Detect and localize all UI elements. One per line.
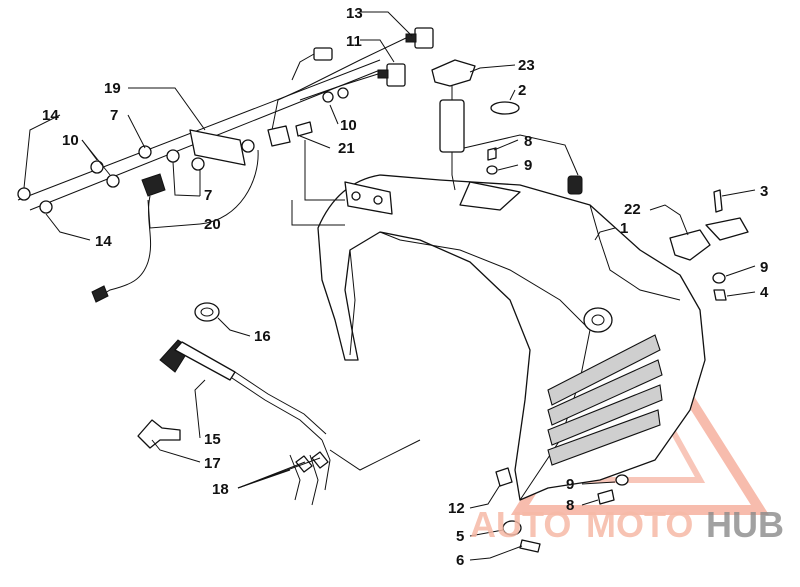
callout-7-bottom: 7	[204, 187, 212, 204]
callout-18: 18	[212, 481, 229, 498]
leader-lines	[23, 11, 756, 561]
clamp-2	[490, 101, 520, 115]
screw-3	[713, 189, 723, 213]
callout-labels: 13 11 23 2 19 7 14 10 10 21 8 9 3 7 20 2…	[42, 5, 769, 569]
callout-9-bottom: 9	[566, 476, 574, 493]
switch-assembly	[271, 27, 434, 131]
right-bracket	[669, 189, 749, 301]
bracket-19	[189, 129, 246, 166]
key-switch	[267, 125, 291, 147]
callout-19: 19	[104, 80, 121, 97]
screw-8	[597, 489, 615, 505]
callout-14-bottom: 14	[95, 233, 112, 250]
watermark-logo: AUTO MOTO HUB	[470, 504, 784, 545]
watermark-auto: AUTO	[470, 504, 571, 545]
callout-16: 16	[254, 328, 271, 345]
callout-9-top: 9	[524, 157, 532, 174]
callout-15: 15	[204, 431, 221, 448]
callout-8-bottom: 8	[566, 497, 574, 514]
callout-14-top: 14	[42, 107, 59, 124]
callout-4: 4	[760, 284, 769, 301]
left-hardware	[17, 59, 381, 303]
callout-8-top: 8	[524, 133, 532, 150]
bolt-6	[519, 539, 541, 553]
screw-21	[295, 121, 313, 137]
callout-3: 3	[760, 183, 768, 200]
callout-9-right: 9	[760, 259, 768, 276]
tether-cap	[141, 173, 166, 197]
bracket-22	[669, 229, 711, 261]
callout-2: 2	[518, 82, 526, 99]
throttle-assembly	[137, 302, 331, 506]
callout-20: 20	[204, 216, 221, 233]
bottom-hardware	[495, 467, 629, 553]
switch-13	[414, 27, 434, 49]
watermark-moto: MOTO	[586, 504, 693, 545]
callout-23: 23	[518, 57, 535, 74]
callout-12: 12	[448, 500, 465, 517]
callout-10-left: 10	[62, 132, 79, 149]
callout-1: 1	[620, 220, 628, 237]
grommet-16	[194, 302, 220, 322]
washer-5	[502, 520, 522, 536]
choke-assembly	[431, 59, 583, 195]
callout-10-right: 10	[340, 117, 357, 134]
callout-5: 5	[456, 528, 464, 545]
callout-7-top: 7	[110, 107, 118, 124]
callout-13: 13	[346, 5, 363, 22]
watermark-hub: HUB	[706, 504, 784, 545]
callout-6: 6	[456, 552, 464, 569]
dash-housing	[317, 174, 706, 501]
lever-17	[137, 419, 181, 449]
callout-21: 21	[338, 140, 355, 157]
switch-11	[386, 63, 406, 87]
knob-23	[431, 59, 476, 87]
callout-17: 17	[204, 455, 221, 472]
callout-11: 11	[346, 33, 362, 50]
callout-22: 22	[624, 201, 641, 218]
nut-12	[495, 467, 513, 487]
